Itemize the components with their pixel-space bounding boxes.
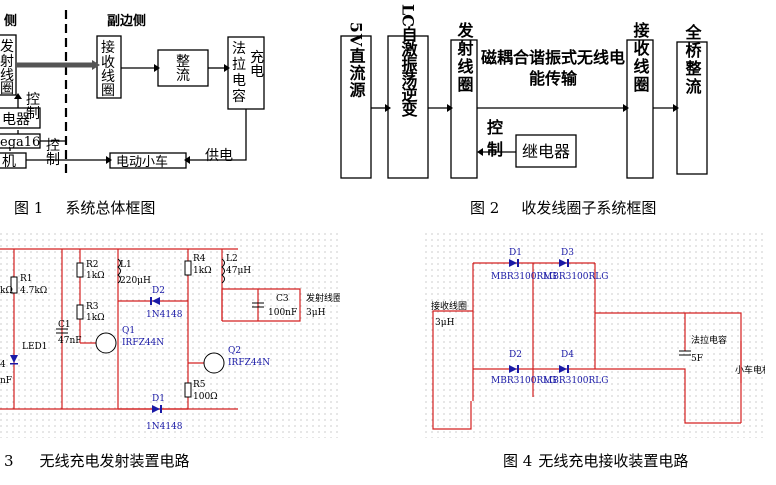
c1-value: 47nF bbox=[58, 336, 82, 346]
d1-label: D1 bbox=[152, 394, 165, 404]
r4-value: 1kΩ bbox=[193, 266, 212, 276]
fig1-cap-2: 拉 bbox=[232, 57, 246, 73]
fig1-pc: 机 bbox=[2, 154, 16, 170]
fig3-caption: 3 无线充电发射装置电路 bbox=[4, 450, 190, 471]
q2-label: Q2 bbox=[228, 346, 241, 356]
fig1-charge-1: 充 bbox=[250, 50, 264, 66]
r3-label: R3 bbox=[86, 302, 99, 312]
fig1-relay: 电器 bbox=[2, 112, 30, 128]
rx-d3-model: MBR3100RLG bbox=[543, 272, 608, 282]
fig3-circuit: R1 4.7kΩ kΩ R2 1kΩ R3 1kΩ L1 220μH R4 1k… bbox=[0, 233, 340, 438]
l2-label: L2 bbox=[226, 254, 238, 264]
fig2-dc5v: 5V直流源 bbox=[347, 22, 366, 99]
coil-rx-value: 3μH bbox=[435, 318, 455, 328]
c3-label: C3 bbox=[276, 294, 289, 304]
fig3-caption-text: 无线充电发射装置电路 bbox=[39, 452, 190, 470]
d1-value: 1N4148 bbox=[146, 422, 183, 432]
fig1-caption: 图 1 系统总体框图 bbox=[14, 197, 155, 218]
fig2-wireless-2: 能传输 bbox=[529, 69, 578, 88]
q2-value: IRFZ44N bbox=[228, 358, 270, 368]
fig1-rx-3: 线 bbox=[101, 69, 115, 85]
nf-label: nF bbox=[0, 376, 12, 386]
coil-rx-label: 接收线圈 bbox=[431, 300, 467, 312]
fig1-side-right: 副边侧 bbox=[107, 13, 146, 29]
r2-value: 1kΩ bbox=[86, 271, 105, 281]
fig2-tx: 发射线圈 bbox=[455, 21, 475, 94]
fig1-tx-2: 射 bbox=[0, 54, 14, 70]
c1-label: C1 bbox=[58, 320, 71, 330]
fig1-rx-4: 圈 bbox=[101, 83, 115, 99]
l2-value: 47μH bbox=[226, 266, 251, 276]
rx-d1: D1 bbox=[509, 248, 522, 258]
fig4-caption: 图 4 无线充电接收装置电路 bbox=[503, 450, 688, 471]
l1-value: 220μH bbox=[120, 276, 151, 286]
fig2-relay: 继电器 bbox=[522, 142, 570, 161]
cap-value: 5F bbox=[691, 354, 703, 364]
fig1-caption-text: 系统总体框图 bbox=[65, 199, 156, 217]
fig2-wireless-1: 磁耦合谐振式无线电 bbox=[481, 48, 625, 67]
fig3-caption-num: 3 bbox=[4, 452, 14, 470]
fig1-ctrl2-b: 制 bbox=[46, 152, 60, 168]
fig1-cap-4: 容 bbox=[232, 88, 246, 105]
cap-label: 法拉电容 bbox=[691, 334, 727, 346]
fig2-ctrl-2: 制 bbox=[487, 140, 503, 159]
fig1-ctrl1-b: 制 bbox=[26, 106, 40, 122]
rx-d4: D4 bbox=[561, 350, 574, 360]
r3-value: 1kΩ bbox=[86, 313, 105, 323]
coil-label: 发射线圈 bbox=[306, 292, 340, 304]
fig2-caption-text: 收发线圈子系统框图 bbox=[521, 199, 657, 217]
fig1-rect-1: 整 bbox=[176, 54, 190, 70]
fig4-caption-text: 无线充电接收装置电路 bbox=[538, 452, 689, 470]
r1-label: R1 bbox=[20, 274, 33, 284]
fig1-tx-3: 线 bbox=[0, 68, 14, 84]
fig2-caption: 图 2 收发线圈子系统框图 bbox=[470, 197, 656, 218]
four-label: 4 bbox=[0, 360, 6, 370]
fig1-diagram: 侧 副边侧 发 射 线 圈 接 收 线 圈 整 流 法 拉 电 容 充 电 电器… bbox=[0, 10, 265, 175]
rx-d3: D3 bbox=[561, 248, 574, 258]
r2-label: R2 bbox=[86, 260, 99, 270]
fig1-rect-2: 流 bbox=[176, 68, 190, 84]
fig2-diagram: 5V直流源 LC自激振荡逆变 发射线圈 接收线圈 全桥整流 继电器 磁耦合谐振式… bbox=[340, 4, 708, 179]
d2-label: D2 bbox=[152, 286, 165, 296]
fig1-side-left: 侧 bbox=[4, 13, 17, 29]
rx-d4-model: MBR3100RLG bbox=[543, 376, 608, 386]
r5-value: 100Ω bbox=[193, 392, 218, 402]
fig1-cap-3: 电 bbox=[232, 73, 246, 89]
d2-value: 1N4148 bbox=[146, 310, 183, 320]
fig1-rx-2: 收 bbox=[101, 55, 115, 71]
fig1-cap-1: 法 bbox=[232, 41, 246, 57]
r4-label: R4 bbox=[193, 254, 206, 264]
r1-left: kΩ bbox=[0, 286, 13, 296]
fig4-circuit: 接收线圈 3μH 法拉电容 5F 小车电机 D1 D3 MBR3100RLG M… bbox=[425, 233, 765, 438]
rx-d1-model: MBR3100RLG bbox=[491, 272, 556, 282]
fig1-car: 电动小车 bbox=[116, 154, 168, 170]
q1-value: IRFZ44N bbox=[122, 338, 164, 348]
r5-label: R5 bbox=[193, 380, 206, 390]
coil-value: 3μH bbox=[306, 308, 326, 318]
fig1-ctrl2-a: 控 bbox=[46, 138, 60, 154]
fig1-power: 供电 bbox=[205, 148, 233, 164]
l1-label: L1 bbox=[120, 260, 132, 270]
fig1-charge-2: 电 bbox=[250, 64, 264, 80]
rx-d2: D2 bbox=[509, 350, 522, 360]
fig2-rx: 接收线圈 bbox=[631, 21, 650, 94]
fig1-ctrl1-a: 控 bbox=[26, 92, 40, 108]
r1-value: 4.7kΩ bbox=[20, 286, 47, 296]
q1-label: Q1 bbox=[122, 326, 135, 336]
motor-label: 小车电机 bbox=[735, 364, 765, 376]
fig1-tx-1: 发 bbox=[0, 39, 14, 55]
fig2-caption-num: 图 2 bbox=[470, 199, 500, 217]
led-label: LED1 bbox=[22, 342, 48, 352]
fig2-ctrl-1: 控 bbox=[487, 118, 503, 137]
rx-d2-model: MBR3100RLG bbox=[491, 376, 556, 386]
fig1-tx-4: 圈 bbox=[0, 81, 14, 97]
fig1-caption-num: 图 1 bbox=[14, 199, 44, 217]
fig2-inverter: LC自激振荡逆变 bbox=[399, 4, 418, 118]
fig1-mcu: ega16 bbox=[0, 135, 40, 150]
c3-value: 100nF bbox=[268, 308, 297, 318]
fig2-bridge: 全桥整流 bbox=[683, 23, 703, 96]
fig4-caption-num: 图 4 bbox=[503, 452, 533, 470]
fig1-rx-1: 接 bbox=[101, 39, 115, 56]
